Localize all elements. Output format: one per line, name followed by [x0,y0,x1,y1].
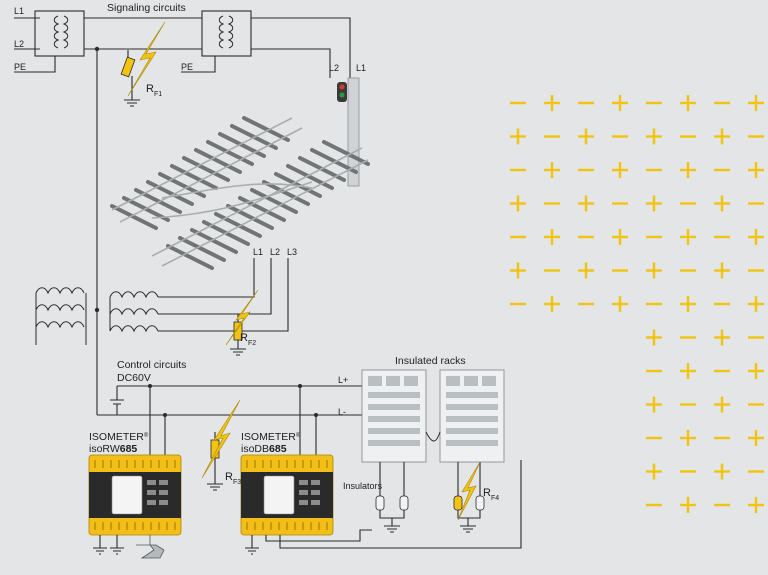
plus-sign-icon [578,128,594,145]
plus-sign-icon [680,430,696,446]
plus-sign-icon [680,497,696,513]
device-brand: ISOMETER [241,431,296,443]
control-circuits: Control circuits DC60V L+ L- R F3 [97,359,350,491]
lightning-icon [201,399,241,479]
signal-mast [337,77,360,187]
fault-rf1: R F1 [120,50,162,107]
device-model-number: 685 [120,443,138,455]
plus-minus-symbol-field [510,95,764,513]
plus-sign-icon [510,262,526,279]
plus-sign-icon [646,262,662,279]
plus-sign-icon [544,229,560,245]
plus-sign-icon [578,262,594,279]
rf2-sub: F2 [248,340,256,347]
plus-sign-icon [612,296,628,312]
label-l1-3ph: L1 [253,247,263,257]
rack-1 [361,369,427,463]
plus-sign-icon [714,128,730,145]
plus-sign-icon [714,195,730,212]
insulators-label: Insulators [343,481,383,491]
plus-sign-icon [748,497,764,513]
plus-sign-icon [680,229,696,245]
label-l1-right: L1 [356,63,366,73]
plus-sign-icon [714,262,730,279]
plus-sign-icon [646,396,662,413]
plus-sign-icon [646,128,662,145]
label-pe-mid: PE [181,62,193,72]
device-model-prefix: isoRW [89,443,120,455]
rf3-r: R [225,471,233,483]
svg-text:isoRW685: isoRW685 [89,443,137,455]
insulated-racks-label: Insulated racks [395,355,466,367]
device-brand: ISOMETER [89,431,144,443]
plus-sign-icon [578,195,594,212]
svg-text:isoDB685: isoDB685 [241,443,287,455]
plus-sign-icon [748,229,764,245]
lightning-icon [457,461,481,521]
plus-sign-icon [748,430,764,446]
rail-profile-icon [136,535,165,559]
device-model-number: 685 [269,443,287,455]
device-display [111,475,143,515]
three-phase-transformer [35,287,159,345]
label-l-minus: L- [338,407,346,417]
plus-sign-icon [510,195,526,212]
label-l2-3ph: L2 [270,247,280,257]
plus-sign-icon [544,95,560,111]
plus-sign-icon [544,296,560,312]
control-circuits-label: Control circuits [117,359,186,371]
label-l2-left: L2 [14,39,24,49]
device-display [263,475,295,515]
insulated-racks: Insulated racks Insulators [343,355,505,533]
signaling-circuits: Signaling circuits L1 L2 PE PE L2 L1 [14,2,366,187]
isometer-isodb685: ISOMETER® isoDB685 [240,431,522,555]
lightning-icon [225,289,259,346]
plus-sign-icon [510,128,526,145]
plus-sign-icon [680,162,696,178]
label-l3-3ph: L3 [287,247,297,257]
plus-sign-icon [612,95,628,111]
rack-2 [439,369,505,463]
plus-sign-icon [680,363,696,379]
plus-sign-icon [748,363,764,379]
battery-icon [110,386,124,415]
plus-sign-icon [714,463,730,480]
dc-voltage-label: DC60V [117,372,151,384]
rf2-r: R [240,332,248,344]
signaling-circuits-label: Signaling circuits [107,2,186,14]
label-l-plus: L+ [338,375,348,385]
plus-sign-icon [680,95,696,111]
plus-sign-icon [612,229,628,245]
plus-sign-icon [714,396,730,413]
label-l2-right: L2 [329,63,339,73]
plus-sign-icon [544,162,560,178]
lightning-icon [127,21,166,97]
transformer-1 [34,10,85,57]
device-model-prefix: isoDB [241,443,269,455]
isometer-isorw685: ISOMETER® isoRW685 [88,431,182,559]
label-pe-left: PE [14,62,26,72]
svg-text:ISOMETER®: ISOMETER® [89,431,149,443]
plus-sign-icon [748,296,764,312]
three-phase-circuit: L1 L2 L3 R F2 [35,49,297,415]
rf4-r: R [483,487,491,499]
transformer-2 [201,10,252,57]
fault-rf2: R F2 [230,314,256,356]
plus-sign-icon [646,195,662,212]
rf4-sub: F4 [491,495,499,502]
rf3-sub: F3 [233,479,241,486]
plus-sign-icon [612,162,628,178]
plus-sign-icon [748,162,764,178]
plus-sign-icon [748,95,764,111]
plus-sign-icon [646,463,662,480]
svg-text:ISOMETER®: ISOMETER® [241,431,301,443]
rf1-sub: F1 [154,91,162,98]
plus-sign-icon [646,329,662,346]
plus-sign-icon [680,296,696,312]
label-l1-left: L1 [14,6,24,16]
rf1-r: R [146,83,154,95]
railway-switch [110,116,370,270]
plus-sign-icon [714,329,730,346]
